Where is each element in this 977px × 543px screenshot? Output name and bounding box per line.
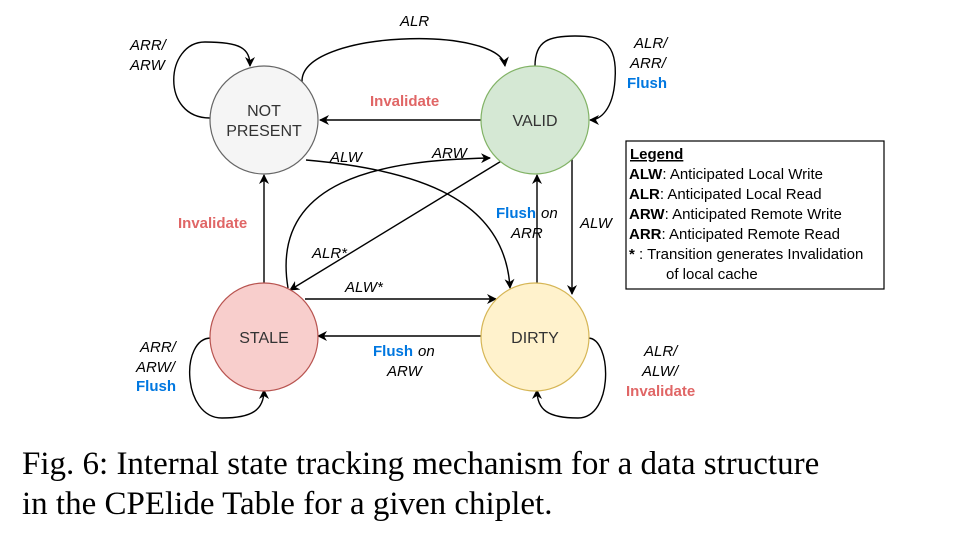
state-stale [209, 282, 319, 392]
state-valid [480, 65, 590, 175]
label-valid-to-dirty: ALW [579, 215, 614, 232]
label-stale-self-2: ARW/ [135, 359, 177, 376]
label-valid-to-np: Invalidate [370, 93, 439, 110]
state-stale-label: STALE [239, 330, 289, 347]
label-np-self-2: ARW [129, 57, 167, 74]
arrow-np-to-dirty [305, 159, 515, 289]
arrow-stale-to-valid [285, 153, 491, 289]
label-stale-self-1: ARR/ [139, 339, 178, 356]
label-dirty-to-valid-2: ARR [510, 225, 543, 242]
arrow-np-self [173, 41, 255, 119]
label-dirty-self-3: Invalidate [626, 383, 695, 400]
label-np-to-dirty: ALW [329, 149, 364, 166]
arrow-dirty-self [532, 337, 607, 419]
legend-box [625, 140, 885, 290]
arrow-valid-self [534, 35, 616, 125]
label-stale-to-valid: ARW [431, 145, 469, 162]
state-diagram: NOT PRESENT VALID STALE DIRTY ARR/ ARW A… [129, 13, 885, 419]
arrow-np-to-valid [301, 37, 509, 83]
state-dirty [480, 282, 590, 392]
label-dirty-self-1: ALR/ [643, 343, 679, 360]
legend-item-alr: ALR: Anticipated Local Read [629, 186, 822, 203]
label-valid-self-2: ARR/ [629, 55, 668, 72]
legend-item-arw: ARW: Anticipated Remote Write [629, 206, 842, 223]
legend-title: Legend [630, 146, 683, 163]
label-dirty-self-2: ALW/ [641, 363, 680, 380]
label-np-to-valid: ALR [399, 13, 429, 30]
state-valid-label: VALID [512, 113, 557, 130]
legend-item-star: * : Transition generates Invalidation [629, 246, 863, 263]
state-not-present [209, 65, 319, 175]
label-valid-self-1: ALR/ [633, 35, 669, 52]
legend-item-star-continuation: of local cache [666, 266, 758, 283]
state-not-present-line2: PRESENT [226, 123, 302, 140]
arrow-valid-to-stale [289, 159, 504, 291]
label-dirty-to-stale-2: ARW [386, 363, 424, 380]
label-valid-to-stale: ALR* [311, 245, 348, 262]
label-valid-self-3: Flush [627, 75, 667, 92]
caption-line-2: in the CPElide Table for a given chiplet… [22, 486, 553, 522]
state-dirty-label: DIRTY [511, 330, 559, 347]
legend-item-alw: ALW: Anticipated Local Write [629, 166, 823, 183]
label-stale-to-np: Invalidate [178, 215, 247, 232]
arrow-stale-self [188, 337, 269, 419]
label-stale-to-dirty: ALW* [344, 279, 384, 296]
legend-item-arr: ARR: Anticipated Remote Read [629, 226, 840, 243]
label-stale-self-3: Flush [136, 378, 176, 395]
figure-caption: Fig. 6: Internal state tracking mechanis… [22, 444, 967, 524]
label-np-self-1: ARR/ [129, 37, 168, 54]
state-not-present-line1: NOT [247, 103, 281, 120]
caption-line-1: Fig. 6: Internal state tracking mechanis… [22, 446, 820, 482]
